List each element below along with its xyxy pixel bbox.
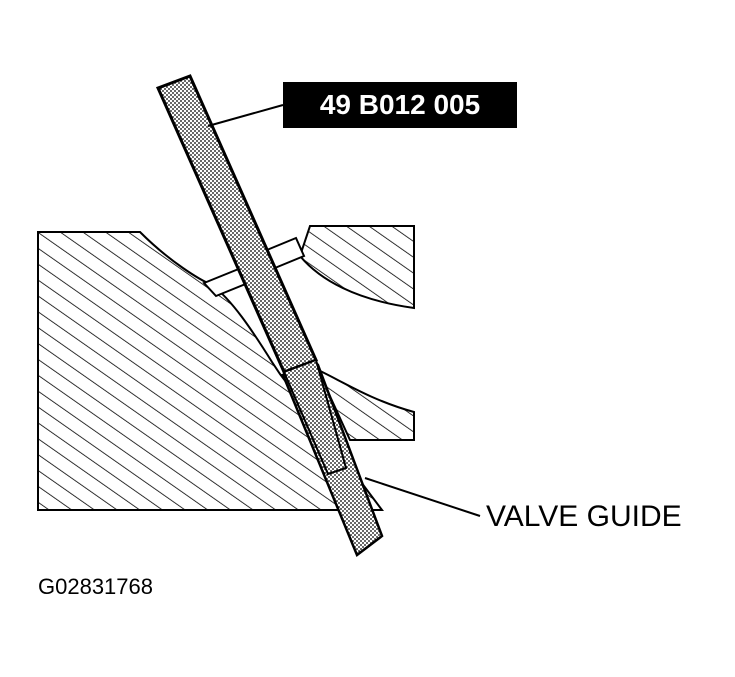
head-section-right xyxy=(298,225,415,310)
guide-leader-line xyxy=(364,477,481,517)
tool-number-label: 49 B012 005 xyxy=(319,89,481,120)
tool-leader-line xyxy=(207,104,284,127)
reamer-shank xyxy=(282,358,348,476)
valve-guide-label: VALVE GUIDE xyxy=(486,500,682,533)
tool-number-box: 49 B012 005 xyxy=(283,82,517,128)
head-section-lower-right xyxy=(315,367,415,441)
figure-id: G02831768 xyxy=(38,574,153,599)
